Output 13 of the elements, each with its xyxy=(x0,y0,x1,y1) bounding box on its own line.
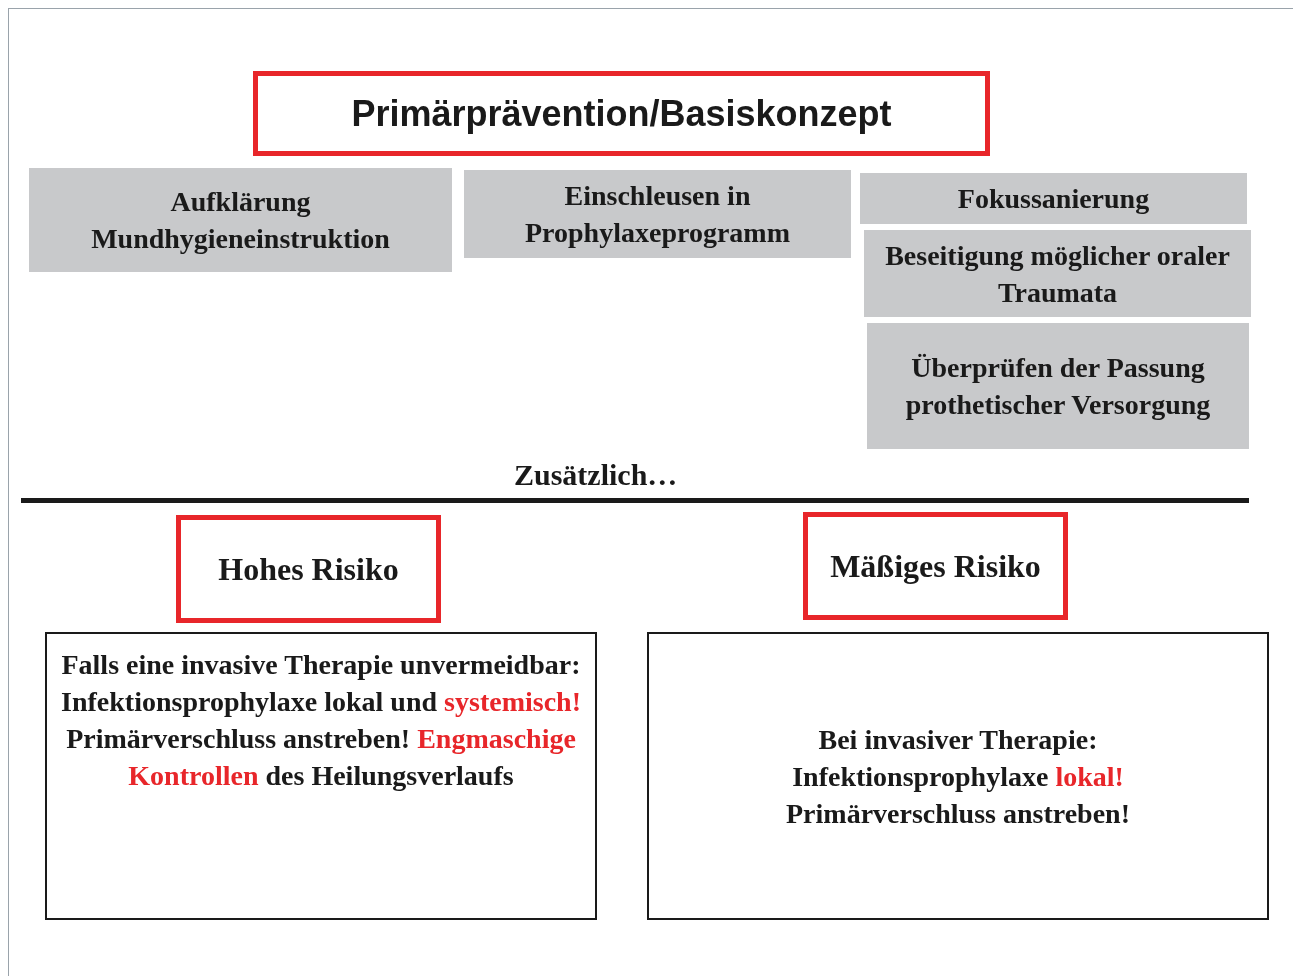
note-text: Falls eine invasive Therapie unvermeidbar: Infektionsprophylaxe lokal und systemisch! Primärverschluss anstreben! Engmaschige Kontrollen des Heilungsverlaufs xyxy=(61,648,581,793)
note-box xyxy=(45,632,597,920)
info-panel: Aufklärung Mundhygieneinstruktion xyxy=(29,168,452,272)
info-panel: Fokussanierung xyxy=(860,173,1247,224)
info-panel: Beseitigung möglicher oraler Traumata xyxy=(864,230,1251,317)
section-heading: Zusätzlich… xyxy=(514,458,678,492)
note-box xyxy=(647,632,1269,920)
risk-box: Mäßiges Risiko xyxy=(803,512,1068,620)
info-panel: Einschleusen in Prophylaxeprogramm xyxy=(464,170,851,258)
risk-box: Hohes Risiko xyxy=(176,515,441,623)
title-box: Primärprävention/Basiskonzept xyxy=(253,71,990,156)
note-text: Bei invasiver Therapie: Infektionsprophylaxe lokal! Primärverschluss anstreben! xyxy=(785,722,1131,831)
info-panel: Überprüfen der Passung prothetischer Versorgung xyxy=(867,323,1249,449)
